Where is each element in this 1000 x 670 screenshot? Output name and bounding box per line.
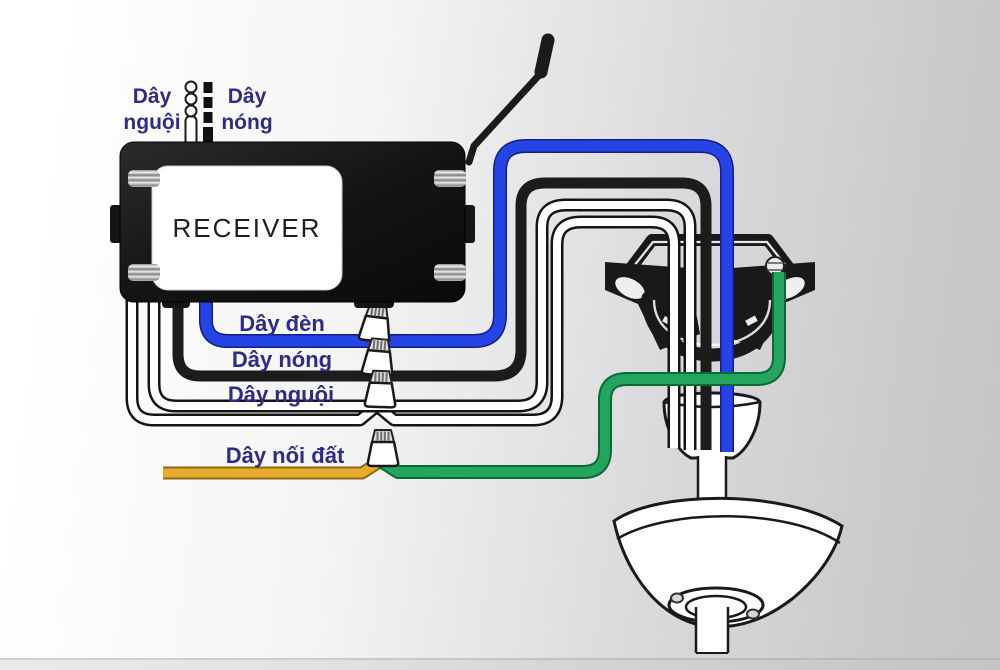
receiver-panel [151, 165, 343, 291]
neutral-wire-white-2 [125, 215, 681, 448]
screw-icon [128, 264, 160, 281]
light-wire-blue [199, 139, 734, 452]
wire-nut-1 [357, 302, 395, 345]
canopy [612, 496, 844, 629]
ground-wire-fan-green [377, 272, 786, 479]
supply-hot-wire [203, 82, 213, 150]
supply-neutral-label: Dây nguội [123, 85, 181, 134]
supply-neutral-wire [184, 80, 198, 149]
supply-hot-label: Dây nóng [221, 85, 273, 134]
screw-icon [434, 264, 466, 281]
label-light-wire: Dây đèn [239, 311, 325, 336]
downrod [696, 456, 728, 504]
label-hot-wire: Dây nóng [231, 347, 333, 372]
hot-wire-black [172, 177, 712, 450]
wire-nut-4 [366, 428, 400, 468]
label-neutral-wire: Dây nguội [227, 382, 335, 407]
antenna [465, 33, 555, 166]
bottom-edge-line [0, 658, 1000, 670]
neutral-wire-white-1 [147, 198, 697, 450]
screw-icon [128, 170, 160, 187]
receiver-box [110, 141, 475, 308]
bottom-rod [694, 607, 730, 654]
label-ground-wire: Dây nối đất [225, 443, 345, 468]
screw-icon [434, 170, 466, 187]
receiver-label: RECEIVER [172, 212, 322, 243]
